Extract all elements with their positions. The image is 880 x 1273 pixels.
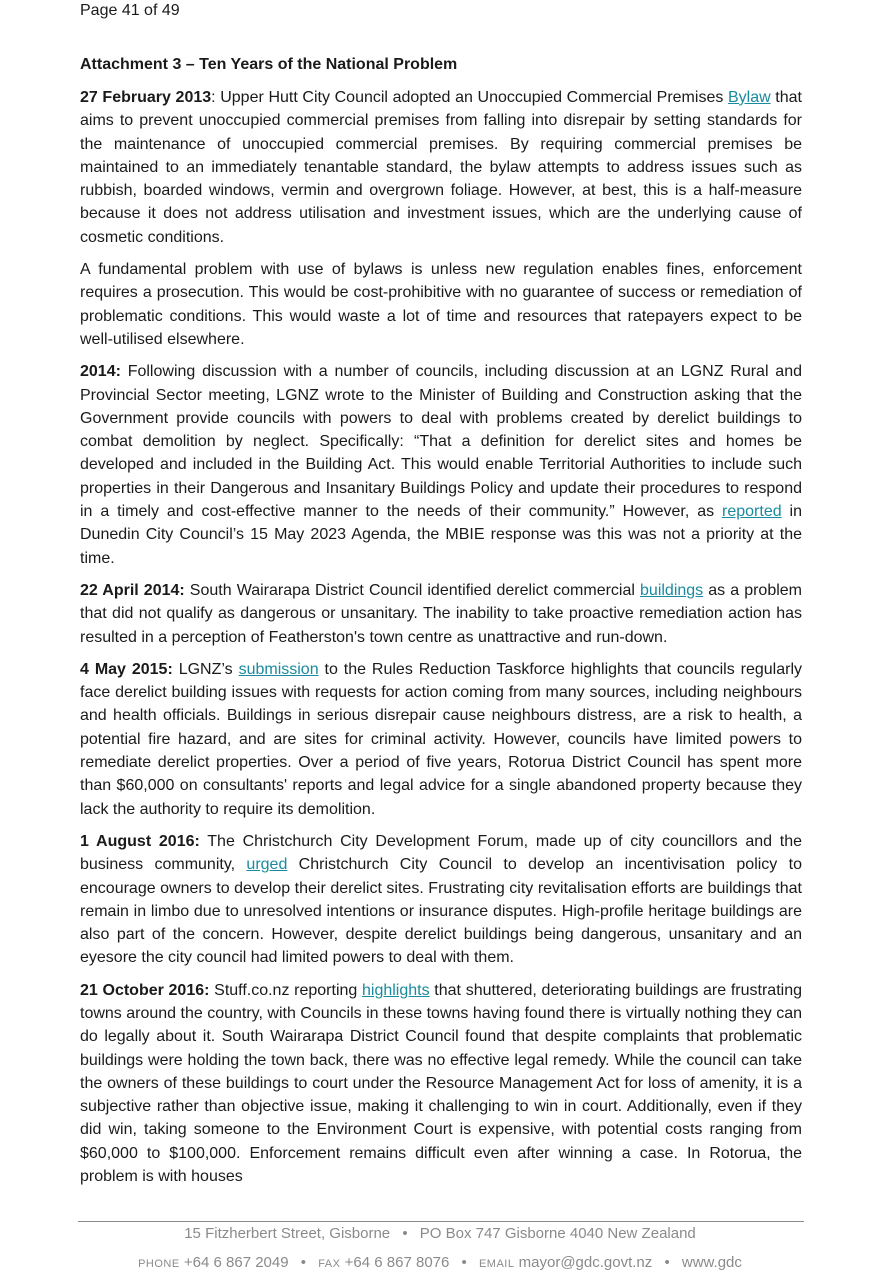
footer-fax-label: FAX bbox=[318, 1258, 341, 1270]
footer-phone-label: PHONE bbox=[138, 1258, 180, 1270]
paragraph-text: South Wairarapa District Council identif… bbox=[184, 581, 641, 599]
paragraph-date: 2014: bbox=[80, 363, 121, 381]
paragraph-text: Stuff.co.nz reporting bbox=[209, 981, 362, 999]
paragraph-p3: 2014: Following discussion with a number… bbox=[80, 360, 802, 570]
footer-bullet: • bbox=[664, 1254, 670, 1271]
link-buildings[interactable]: buildings bbox=[640, 581, 704, 599]
paragraph-date: 22 April 2014: bbox=[80, 581, 185, 599]
paragraph-text: A fundamental problem with use of bylaws… bbox=[80, 261, 802, 348]
footer-bullet: • bbox=[300, 1254, 307, 1271]
paragraph-text: LGNZ’s bbox=[172, 660, 239, 678]
paragraph-text: as a problem that did not qualify as dan… bbox=[80, 581, 802, 646]
paragraph-text: to the Rules Reduction Taskforce highlig… bbox=[80, 660, 803, 818]
paragraph-date: 4 May 2015: bbox=[80, 660, 173, 678]
footer-phone: +64 6 867 2049 bbox=[183, 1254, 289, 1271]
paragraph-text: Following discussion with a number of co… bbox=[80, 363, 802, 521]
paragraph-text: in Dunedin City Council’s 15 May 2023 Ag… bbox=[80, 503, 802, 567]
paragraph-p6: 1 August 2016: The Christchurch City Dev… bbox=[80, 830, 802, 970]
attachment-heading: Attachment 3 – Ten Years of the National… bbox=[80, 56, 458, 73]
paragraph-list: 27 February 2013: Upper Hutt City Counci… bbox=[80, 86, 802, 1188]
link-bylaw[interactable]: Bylaw bbox=[727, 89, 771, 106]
paragraph-p7: 21 October 2016: Stuff.co.nz reporting h… bbox=[80, 979, 802, 1189]
paragraph-text: that shuttered, deteriorating buildings … bbox=[80, 981, 802, 1186]
footer-email-label: EMAIL bbox=[478, 1258, 515, 1270]
paragraph-p1: 27 February 2013: Upper Hutt City Counci… bbox=[80, 86, 802, 249]
paragraph-text: Christchurch City Council to develop an … bbox=[80, 856, 802, 967]
paragraph-date: 1 August 2016: bbox=[80, 832, 200, 850]
footer-contact: PHONE +64 6 867 2049 • FAX +64 6 867 807… bbox=[0, 1254, 880, 1271]
paragraph-text: that aims to prevent unoccupied commerci… bbox=[80, 89, 802, 246]
link-urged[interactable]: urged bbox=[246, 856, 288, 874]
link-reported[interactable]: reported bbox=[722, 503, 782, 521]
footer-address: 15 Fitzherbert Street, Gisborne • PO Box… bbox=[0, 1225, 880, 1242]
page-number: Page 41 of 49 bbox=[80, 2, 180, 19]
paragraph-text: The Christchurch City Development Forum,… bbox=[80, 832, 802, 874]
paragraph-p4: 22 April 2014: South Wairarapa District … bbox=[80, 579, 802, 649]
footer-po-box: PO Box 747 Gisborne 4040 New Zealand bbox=[419, 1225, 696, 1242]
footer-street: 15 Fitzherbert Street, Gisborne bbox=[184, 1225, 391, 1242]
footer-fax: +64 6 867 8076 bbox=[344, 1254, 450, 1271]
footer-website: www.gdc bbox=[681, 1254, 742, 1271]
document-body: Attachment 3 – Ten Years of the National… bbox=[80, 56, 802, 1197]
footer-bullet: • bbox=[402, 1225, 408, 1242]
paragraph-p5: 4 May 2015: LGNZ’s submission to the Rul… bbox=[80, 658, 802, 821]
paragraph-text: : Upper Hutt City Council adopted an Uno… bbox=[211, 89, 728, 106]
footer-divider bbox=[78, 1221, 804, 1222]
paragraph-date: 21 October 2016: bbox=[80, 981, 210, 999]
footer-bullet: • bbox=[461, 1254, 467, 1271]
link-submission[interactable]: submission bbox=[238, 660, 319, 678]
paragraph-p2: A fundamental problem with use of bylaws… bbox=[80, 258, 802, 351]
footer-email: mayor@gdc.govt.nz bbox=[518, 1254, 653, 1271]
paragraph-date: 27 February 2013 bbox=[80, 89, 212, 106]
link-highlights[interactable]: highlights bbox=[362, 981, 430, 999]
